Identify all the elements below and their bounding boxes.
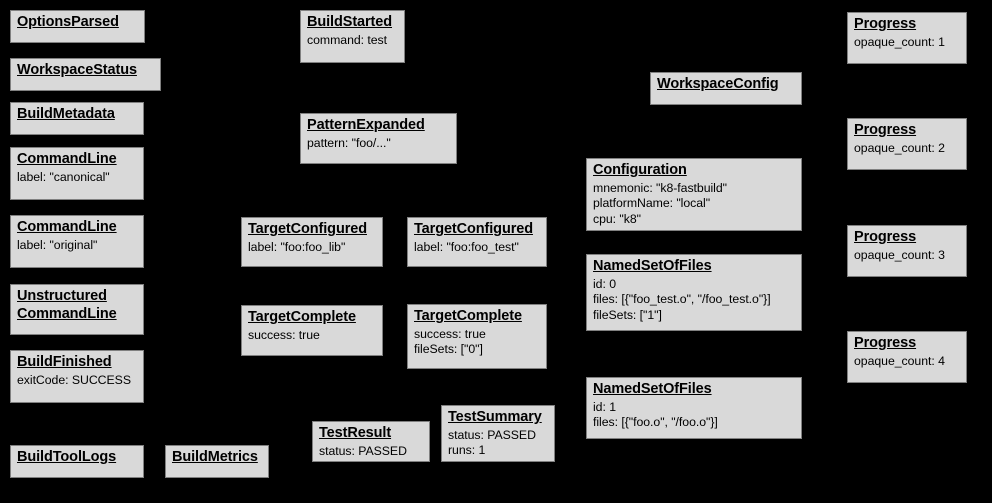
node-title: WorkspaceStatus (17, 62, 137, 78)
node-title: WorkspaceConfig (657, 76, 779, 92)
node-target-complete-foo-lib[interactable]: TargetComplete success: true (241, 305, 383, 356)
node-progress-3[interactable]: Progress opaque_count: 3 (847, 225, 967, 277)
node-fields: label: "foo:foo_test" (414, 239, 519, 254)
node-named-set-of-files-0[interactable]: NamedSetOfFiles id: 0 files: [{"foo_test.… (586, 254, 802, 331)
node-build-metrics[interactable]: BuildMetrics (165, 445, 269, 478)
node-title: TargetComplete (248, 309, 356, 325)
node-test-summary[interactable]: TestSummary status: PASSED runs: 1 (441, 405, 555, 462)
node-fields: id: 0 files: [{"foo_test.o", "/foo_test.… (593, 276, 771, 322)
node-fields: status: PASSED (319, 443, 407, 458)
node-title: Progress (854, 229, 917, 245)
node-fields: id: 1 files: [{"foo.o", "/foo.o"}] (593, 399, 718, 430)
node-title: BuildMetadata (17, 106, 115, 122)
node-title: TargetConfigured (414, 221, 533, 237)
node-options-parsed[interactable]: OptionsParsed (10, 10, 145, 43)
node-command-line-canonical[interactable]: CommandLine label: "canonical" (10, 147, 144, 200)
node-target-complete-foo-test[interactable]: TargetComplete success: true fileSets: ["… (407, 304, 547, 369)
node-fields: success: true fileSets: ["0"] (414, 326, 486, 357)
node-named-set-of-files-1[interactable]: NamedSetOfFiles id: 1 files: [{"foo.o", "… (586, 377, 802, 439)
node-title: BuildStarted (307, 14, 393, 30)
node-title: CommandLine (17, 151, 117, 167)
node-fields: command: test (307, 32, 387, 47)
node-workspace-config[interactable]: WorkspaceConfig (650, 72, 802, 105)
node-title: TestResult (319, 425, 392, 441)
node-progress-2[interactable]: Progress opaque_count: 2 (847, 118, 967, 170)
node-configuration[interactable]: Configuration mnemonic: "k8-fastbuild" pl… (586, 158, 802, 231)
node-test-result[interactable]: TestResult status: PASSED (312, 421, 430, 462)
node-title: NamedSetOfFiles (593, 381, 712, 397)
node-fields: opaque_count: 1 (854, 34, 945, 49)
node-title: CommandLine (17, 219, 117, 235)
node-title: Progress (854, 335, 917, 351)
node-title: TargetComplete (414, 308, 522, 324)
node-fields: exitCode: SUCCESS (17, 372, 131, 387)
node-target-configured-foo-test[interactable]: TargetConfigured label: "foo:foo_test" (407, 217, 547, 267)
node-fields: opaque_count: 4 (854, 353, 945, 368)
node-title: Progress (854, 16, 917, 32)
node-fields: label: "foo:foo_lib" (248, 239, 346, 254)
node-title: Unstructured CommandLine (17, 288, 117, 322)
node-pattern-expanded[interactable]: PatternExpanded pattern: "foo/..." (300, 113, 457, 164)
node-title: NamedSetOfFiles (593, 258, 712, 274)
node-fields: opaque_count: 2 (854, 140, 945, 155)
node-build-finished[interactable]: BuildFinished exitCode: SUCCESS (10, 350, 144, 403)
node-workspace-status[interactable]: WorkspaceStatus (10, 58, 161, 91)
node-progress-4[interactable]: Progress opaque_count: 4 (847, 331, 967, 383)
node-progress-1[interactable]: Progress opaque_count: 1 (847, 12, 967, 64)
node-title: BuildFinished (17, 354, 112, 370)
node-title: TestSummary (448, 409, 542, 425)
node-command-line-original[interactable]: CommandLine label: "original" (10, 215, 144, 268)
node-build-tool-logs[interactable]: BuildToolLogs (10, 445, 144, 478)
node-fields: label: "canonical" (17, 169, 110, 184)
node-title: OptionsParsed (17, 14, 119, 30)
node-fields: opaque_count: 3 (854, 247, 945, 262)
node-unstructured-command-line[interactable]: Unstructured CommandLine (10, 284, 144, 335)
node-title: TargetConfigured (248, 221, 367, 237)
node-title: BuildToolLogs (17, 449, 117, 465)
node-fields: label: "original" (17, 237, 98, 252)
node-title: Configuration (593, 162, 687, 178)
node-build-started[interactable]: BuildStarted command: test (300, 10, 405, 63)
node-fields: status: PASSED runs: 1 (448, 427, 536, 458)
node-build-metadata[interactable]: BuildMetadata (10, 102, 144, 135)
node-fields: success: true (248, 327, 320, 342)
node-fields: pattern: "foo/..." (307, 135, 391, 150)
node-target-configured-foo-lib[interactable]: TargetConfigured label: "foo:foo_lib" (241, 217, 383, 267)
node-title: PatternExpanded (307, 117, 425, 133)
node-title: Progress (854, 122, 917, 138)
node-title: BuildMetrics (172, 449, 258, 465)
node-fields: mnemonic: "k8-fastbuild" platformName: "… (593, 180, 727, 226)
